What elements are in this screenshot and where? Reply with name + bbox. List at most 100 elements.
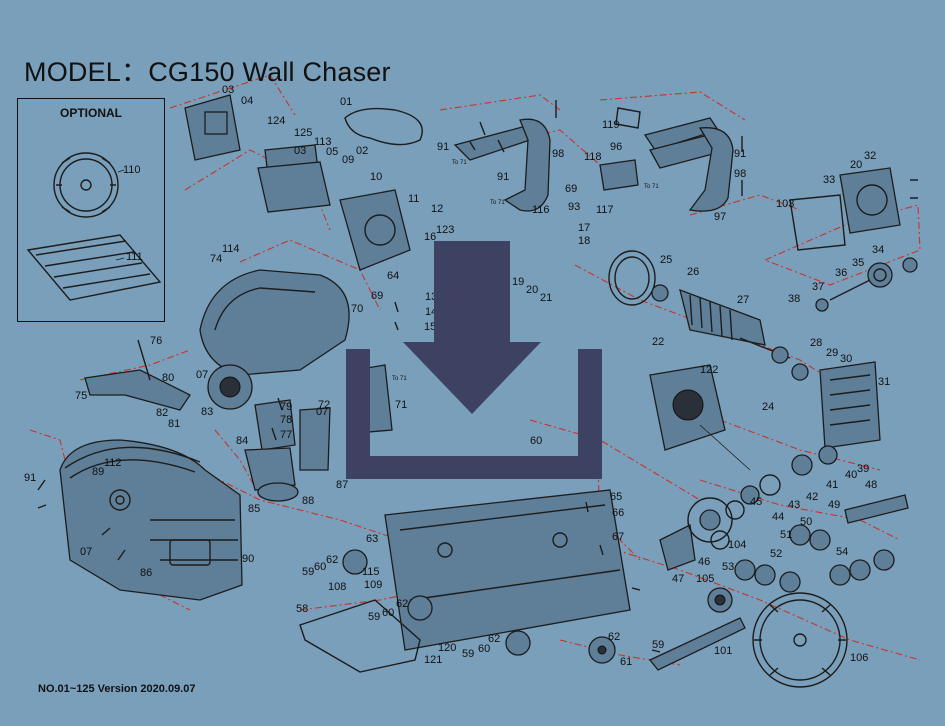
part-label: 12: [431, 203, 443, 215]
part-label: 124: [267, 115, 285, 127]
part-label: 75: [75, 390, 87, 402]
part-label: 09: [342, 154, 354, 166]
part-label: 103: [776, 198, 794, 210]
to-71-label: To 71: [392, 376, 407, 382]
part-label: 80: [162, 372, 174, 384]
motor-internal-parts: [608, 250, 881, 471]
part-label: 117: [596, 204, 614, 216]
part-label: 02: [356, 145, 368, 157]
part-label: 24: [762, 401, 774, 413]
part-label: 120: [438, 642, 456, 654]
part-label: 62: [488, 633, 500, 645]
part-label: 48: [865, 479, 877, 491]
part-label: 47: [672, 573, 684, 585]
blade-guard-assembly: [59, 439, 243, 601]
part-label: 33: [823, 174, 835, 186]
part-label: 28: [810, 337, 822, 349]
part-label: 51: [780, 529, 792, 541]
download-button[interactable]: [346, 241, 602, 479]
to-71-label: To 71: [490, 200, 505, 206]
part-label: 41: [826, 479, 838, 491]
part-label: 62: [608, 631, 620, 643]
part-label: 60: [478, 643, 490, 655]
part-label: 16: [424, 231, 436, 243]
part-label: 83: [201, 406, 213, 418]
part-label: 26: [687, 266, 699, 278]
part-label: 81: [168, 418, 180, 430]
part-label: 50: [800, 516, 812, 528]
part-label: 22: [652, 336, 664, 348]
part-label: 17: [578, 222, 590, 234]
part-label: 78: [280, 414, 292, 426]
part-label: 60: [382, 607, 394, 619]
part-label: 34: [872, 244, 884, 256]
part-label: 25: [660, 254, 672, 266]
part-label: 88: [302, 495, 314, 507]
part-label: 40: [845, 469, 857, 481]
to-71-label: To 71: [644, 184, 659, 190]
part-label: 125: [294, 127, 312, 139]
part-label: 01: [340, 96, 352, 108]
part-label: 07: [196, 369, 208, 381]
part-label: 90: [242, 553, 254, 565]
part-label: 11: [408, 193, 419, 205]
part-label: 42: [806, 491, 818, 503]
part-label: 77: [280, 429, 292, 441]
part-label: 49: [828, 499, 840, 511]
part-label: 27: [737, 294, 749, 306]
optional-parts-box: OPTIONAL: [17, 98, 165, 322]
part-label: 87: [336, 479, 348, 491]
part-label: 20: [850, 159, 862, 171]
part-label: 30: [840, 353, 852, 365]
part-label: 69: [371, 290, 383, 302]
download-icon: [346, 241, 602, 479]
part-label: 59: [302, 566, 314, 578]
screws: [37, 100, 918, 653]
part-label: 123: [436, 224, 454, 236]
part-label: 52: [770, 548, 782, 560]
part-label: 91: [734, 148, 746, 160]
page-title: MODEL：CG150 Wall Chaser: [24, 57, 391, 87]
base-plate: [299, 489, 631, 673]
part-label: 05: [326, 146, 338, 158]
part-label: 60: [314, 561, 326, 573]
flange-parts: [659, 497, 733, 571]
part-label: 122: [700, 364, 718, 376]
part-label: 91: [437, 141, 449, 153]
motor-housing-left: [84, 269, 393, 502]
part-label: 106: [850, 652, 868, 664]
part-label: 29: [826, 347, 838, 359]
part-label: 61: [620, 656, 632, 668]
part-label: 62: [326, 554, 338, 566]
part-label: 59: [368, 611, 380, 623]
part-label: 60: [530, 435, 542, 447]
part-label: 111: [126, 251, 143, 263]
part-label: 18: [578, 235, 590, 247]
part-label: 109: [364, 579, 382, 591]
part-label: 91: [24, 472, 36, 484]
part-label: 15: [424, 321, 436, 333]
part-label: 112: [104, 457, 122, 469]
part-label: 04: [241, 95, 253, 107]
part-label: 70: [351, 303, 363, 315]
part-label: 36: [835, 267, 847, 279]
part-label: 101: [714, 645, 732, 657]
part-label: 58: [296, 603, 308, 615]
part-label: 54: [836, 546, 848, 558]
part-label: 37: [812, 281, 824, 293]
part-label: 116: [532, 204, 550, 216]
part-label: 66: [612, 507, 624, 519]
part-label: 98: [734, 168, 746, 180]
part-label: 31: [878, 376, 890, 388]
part-label: 121: [424, 654, 442, 666]
part-label: 72: [318, 399, 330, 411]
part-label: 10: [370, 171, 382, 183]
part-label: 21: [540, 292, 552, 304]
top-cover-parts: [184, 94, 423, 271]
part-label: 19: [512, 276, 524, 288]
part-label: 63: [366, 533, 378, 545]
part-label: 07: [316, 406, 328, 418]
part-label: 96: [610, 141, 622, 153]
version-footer: NO.01~125 Version 2020.09.07: [38, 683, 196, 695]
